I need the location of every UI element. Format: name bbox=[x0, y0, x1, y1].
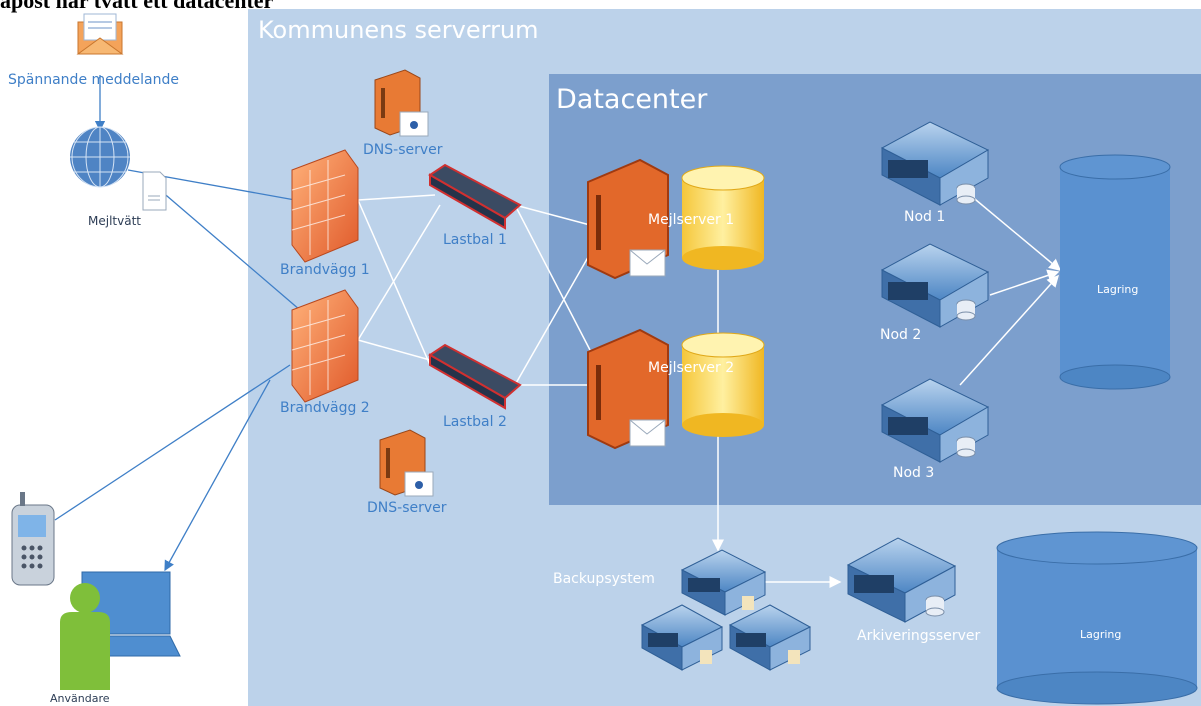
firewall-1-icon bbox=[291, 149, 359, 263]
user-label: Användare bbox=[50, 692, 110, 705]
load-balancer-2-icon bbox=[428, 343, 522, 410]
node-3-server-icon bbox=[880, 378, 990, 463]
mail-storage-1-cylinder bbox=[681, 165, 765, 270]
dns-server-top-label: DNS-server bbox=[363, 142, 443, 158]
node-1-label: Nod 1 bbox=[904, 209, 946, 225]
page-heading: apost har tvatt ett datacenter bbox=[0, 0, 274, 13]
archive-server-icon bbox=[846, 537, 957, 623]
mail-server-2-label: Mejlserver 2 bbox=[648, 360, 735, 376]
archive-storage-cylinder bbox=[996, 531, 1198, 705]
firewall-1-label: Brandvägg 1 bbox=[280, 262, 370, 278]
mail-wash-document-icon bbox=[142, 171, 167, 211]
mobile-phone-icon bbox=[11, 492, 55, 586]
user-icon bbox=[60, 583, 110, 690]
mail-server-1-label: Mejlserver 1 bbox=[648, 212, 735, 228]
archive-storage-label: Lagring bbox=[1080, 628, 1122, 641]
archive-server-label: Arkiveringsserver bbox=[857, 628, 981, 644]
load-balancer-1-icon bbox=[428, 163, 522, 230]
connection-lines bbox=[357, 194, 1062, 588]
load-balancer-2-label: Lastbal 2 bbox=[443, 414, 507, 430]
backup-server-left-icon bbox=[640, 604, 724, 671]
dns-server-top-icon bbox=[374, 69, 429, 137]
firewall-2-icon bbox=[291, 289, 359, 403]
backup-server-main-icon bbox=[680, 549, 767, 616]
mail-wash-label: Mejltvätt bbox=[88, 214, 141, 228]
backup-system-label: Backupsystem bbox=[553, 571, 655, 587]
mail-server-2-icon bbox=[587, 328, 669, 450]
node-3-label: Nod 3 bbox=[893, 465, 935, 481]
server-room-title: Kommunens serverrum bbox=[258, 16, 539, 44]
envelope-icon bbox=[76, 13, 124, 55]
globe-icon bbox=[70, 126, 130, 188]
firewall-2-label: Brandvägg 2 bbox=[280, 400, 370, 416]
backup-server-right-icon bbox=[728, 604, 812, 671]
node-1-server-icon bbox=[880, 121, 990, 206]
datacenter-title: Datacenter bbox=[556, 84, 708, 115]
node-2-server-icon bbox=[880, 243, 990, 328]
mail-storage-2-cylinder bbox=[681, 332, 765, 437]
mail-server-1-icon bbox=[587, 158, 669, 280]
datacenter-storage-cylinder bbox=[1059, 154, 1171, 390]
load-balancer-1-label: Lastbal 1 bbox=[443, 232, 507, 248]
dns-server-bottom-icon bbox=[379, 429, 434, 497]
dns-server-bottom-label: DNS-server bbox=[367, 500, 447, 516]
datacenter-storage-label: Lagring bbox=[1097, 283, 1139, 296]
message-label: Spännande meddelande bbox=[8, 72, 179, 88]
node-2-label: Nod 2 bbox=[880, 327, 922, 343]
